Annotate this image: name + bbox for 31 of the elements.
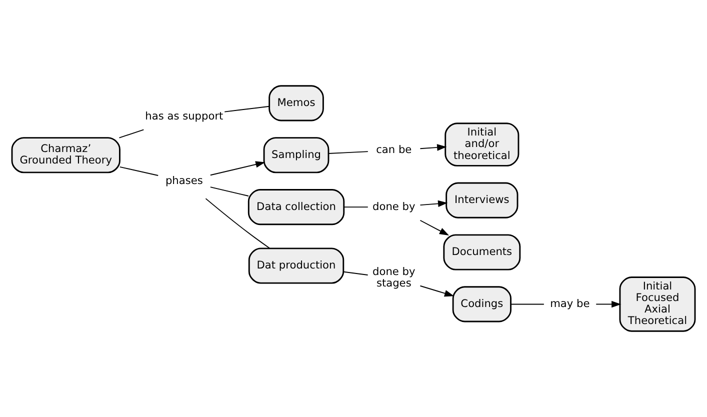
node-text: done by stages xyxy=(372,266,416,290)
node-box: Data collection xyxy=(248,189,345,226)
node-text: may be xyxy=(550,298,590,310)
node-box: Codings xyxy=(452,286,512,322)
node-box: Memos xyxy=(268,85,324,122)
connector xyxy=(210,186,249,196)
arrow xyxy=(596,300,622,308)
arrow xyxy=(420,200,448,208)
node-box: Initial and/or theoretical xyxy=(444,122,520,166)
node-text: phases xyxy=(165,174,203,187)
node-box: Charmaz’ Grounded Theory xyxy=(11,137,120,174)
node-box: Initial Focused Axial Theoretical xyxy=(619,276,696,332)
connector xyxy=(343,206,368,208)
connector xyxy=(205,198,270,249)
node-text: has as support xyxy=(145,110,224,122)
arrow xyxy=(210,161,266,176)
node-box: Documents xyxy=(443,234,521,270)
node-box: Sampling xyxy=(263,137,330,174)
arrow xyxy=(420,285,454,297)
arrow xyxy=(420,144,447,151)
node-box: Dat production xyxy=(248,248,344,284)
connector xyxy=(510,304,544,305)
connector xyxy=(342,271,368,276)
node-text: can be xyxy=(376,144,412,156)
connector xyxy=(328,151,368,154)
connector xyxy=(224,106,270,112)
connector xyxy=(118,129,144,138)
connector xyxy=(119,166,159,176)
arrow xyxy=(420,220,450,236)
node-text: done by xyxy=(372,200,416,213)
node-box: Interviews xyxy=(446,182,518,218)
